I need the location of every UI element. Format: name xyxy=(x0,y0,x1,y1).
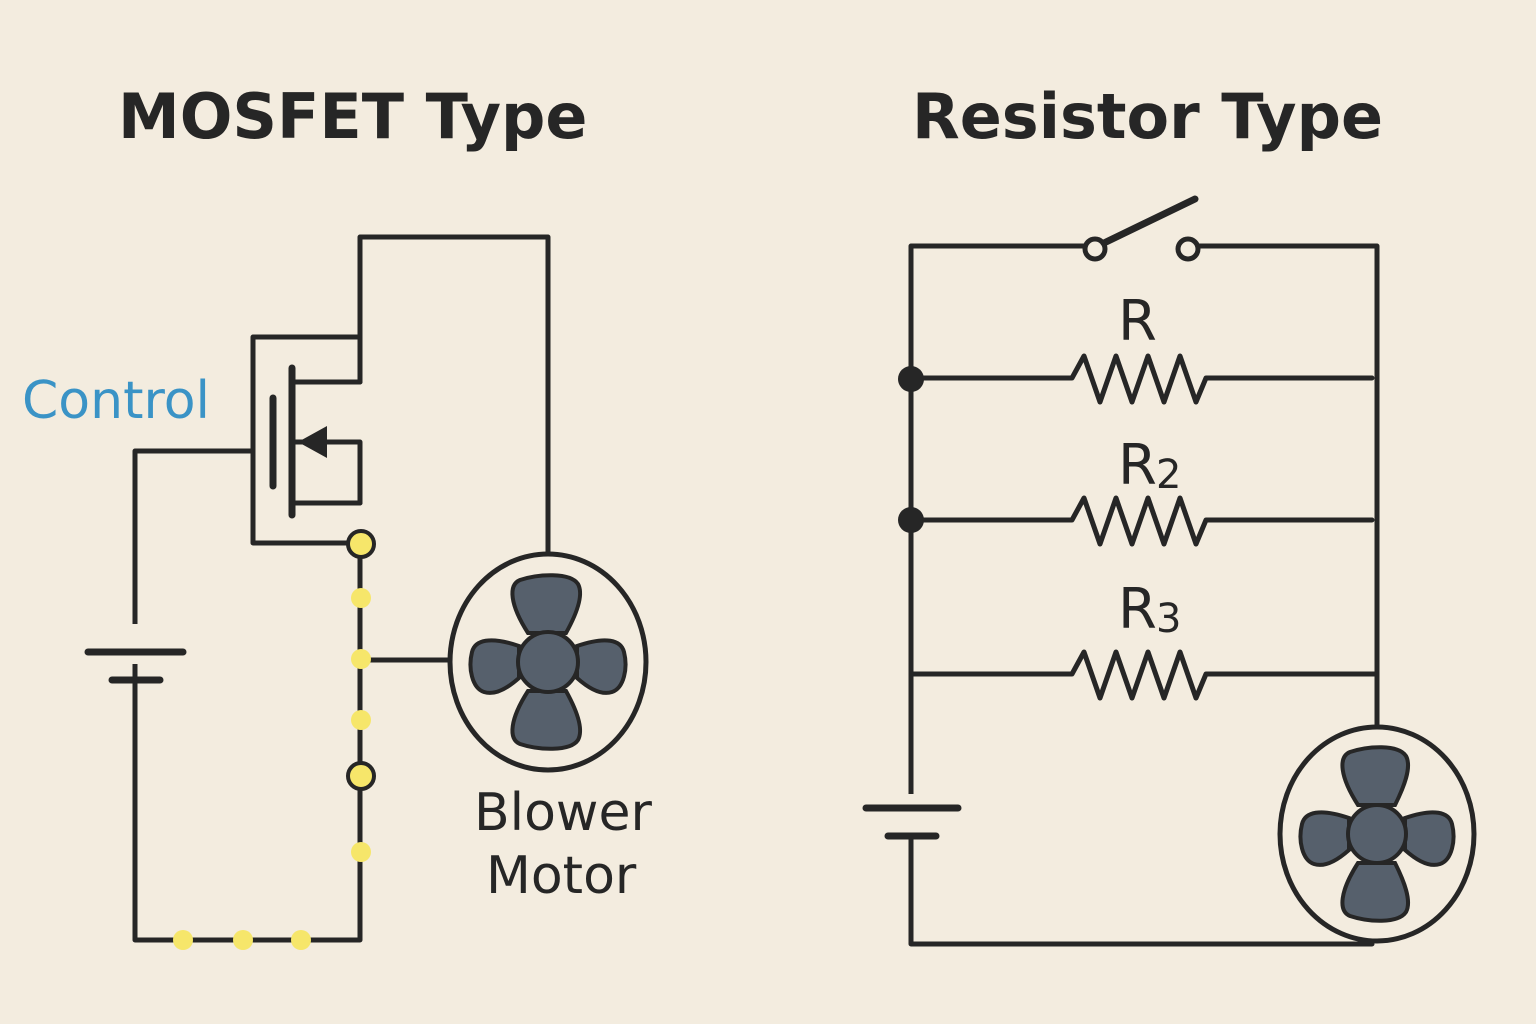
gate-loop-wire xyxy=(132,448,363,943)
r2-label: R xyxy=(1118,433,1157,498)
r2-subscript: 2 xyxy=(1156,452,1181,498)
resistor-r2 xyxy=(898,495,1375,547)
current-dot xyxy=(351,710,371,730)
drain-to-motor-wire xyxy=(357,234,551,556)
resistor-fan-icon xyxy=(1277,724,1477,944)
current-dot xyxy=(351,842,371,862)
resistor-title: Resistor Type xyxy=(912,80,1383,153)
r1-label: R xyxy=(1118,289,1157,354)
resistor-r1 xyxy=(898,353,1375,405)
node-dot xyxy=(346,761,376,791)
junction-dot xyxy=(898,507,924,533)
r3-label: R xyxy=(1118,577,1157,642)
battery-gap xyxy=(110,624,160,664)
current-dot xyxy=(173,930,193,950)
left-rail-wire xyxy=(908,243,1375,947)
current-dot xyxy=(351,588,371,608)
motor-label-line1: Blower xyxy=(474,783,652,843)
blower-fan-icon xyxy=(447,551,649,773)
junction-dot xyxy=(898,366,924,392)
motor-label-line2: Motor xyxy=(486,846,637,906)
mosfet-title: MOSFET Type xyxy=(118,80,587,153)
node-dot xyxy=(346,529,376,559)
current-dot xyxy=(291,930,311,950)
switch-icon xyxy=(1082,195,1201,262)
r3-subscript: 3 xyxy=(1156,596,1181,642)
mosfet-frame-wire xyxy=(250,334,363,546)
current-dot xyxy=(233,930,253,950)
right-rail-wire xyxy=(1195,243,1380,730)
current-dot xyxy=(351,649,371,669)
resistor-r3 xyxy=(908,649,1380,701)
control-label: Control xyxy=(22,371,210,431)
resistor-circuit: R R 2 R 3 xyxy=(862,195,1477,947)
mosfet-circuit xyxy=(84,234,649,950)
mosfet-arrow-icon xyxy=(298,426,327,458)
